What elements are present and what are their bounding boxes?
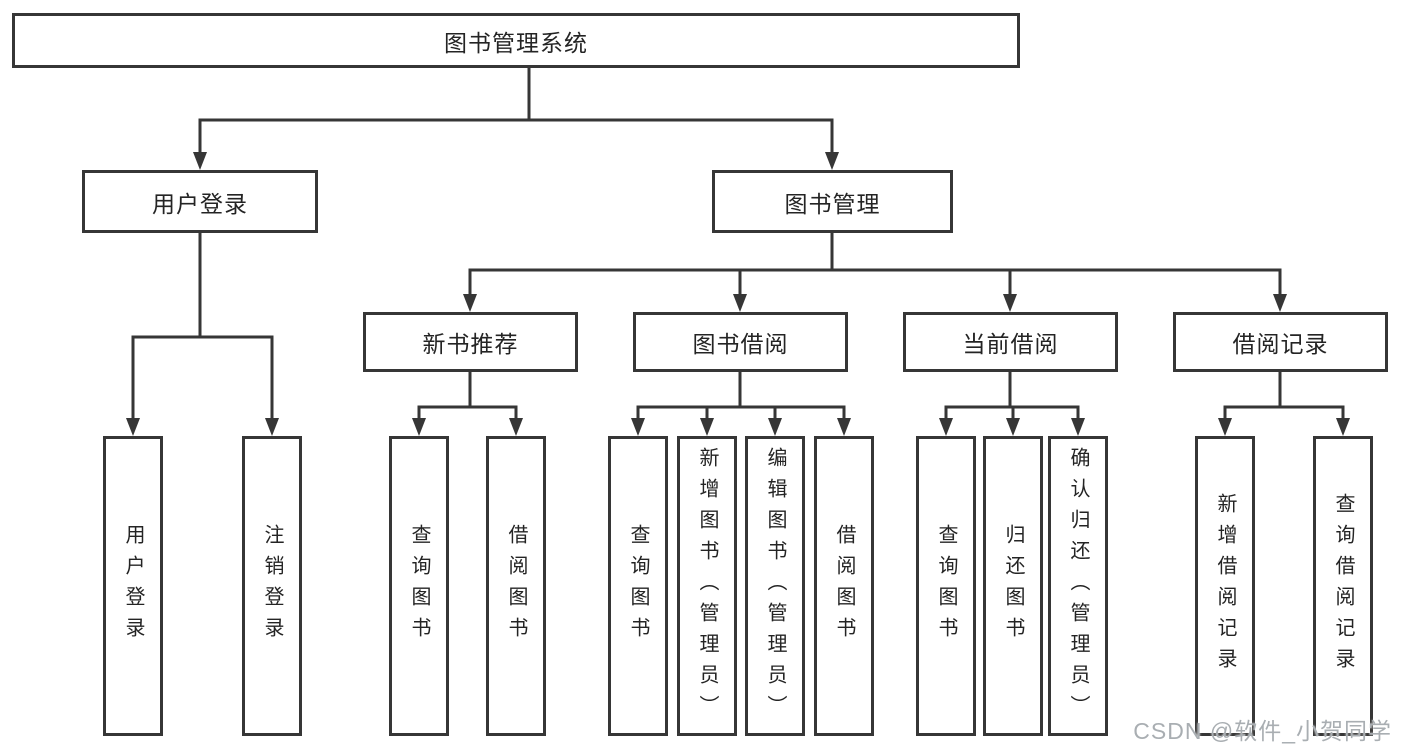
leaf-current-query-books-label: 查询图书 (935, 524, 957, 648)
leaf-borrow-query-books-label: 查询图书 (627, 524, 649, 648)
node-current-borrow: 当前借阅 (903, 312, 1118, 372)
leaf-record-add: 新增借阅记录 (1195, 436, 1255, 736)
leaf-current-confirm-return-admin-label: 确认归还（管理员） (1067, 446, 1089, 726)
leaf-borrow-query-books: 查询图书 (608, 436, 668, 736)
leaf-newbook-query-books: 查询图书 (389, 436, 449, 736)
node-borrow-records-label: 借阅记录 (1232, 331, 1329, 357)
node-current-borrow-label: 当前借阅 (962, 331, 1059, 357)
leaf-user-login: 用户登录 (103, 436, 163, 736)
leaf-newbook-borrow-books-label: 借阅图书 (505, 524, 527, 648)
leaf-current-return-books: 归还图书 (983, 436, 1043, 736)
node-user-login-label: 用户登录 (152, 190, 248, 217)
leaf-borrow-add-books-admin-label: 新增图书（管理员） (696, 446, 718, 726)
node-root-label: 图书管理系统 (444, 29, 588, 56)
node-new-book-recommend-label: 新书推荐 (422, 331, 519, 357)
leaf-current-query-books: 查询图书 (916, 436, 976, 736)
leaf-logout-label: 注销登录 (261, 524, 283, 648)
leaf-record-query: 查询借阅记录 (1313, 436, 1373, 736)
node-book-borrow: 图书借阅 (633, 312, 848, 372)
leaf-current-return-books-label: 归还图书 (1002, 524, 1024, 648)
node-new-book-recommend: 新书推荐 (363, 312, 578, 372)
leaf-record-add-label: 新增借阅记录 (1214, 493, 1236, 679)
leaf-user-login-label: 用户登录 (122, 524, 144, 648)
leaf-borrow-add-books-admin: 新增图书（管理员） (677, 436, 737, 736)
leaf-record-query-label: 查询借阅记录 (1332, 493, 1354, 679)
leaf-current-confirm-return-admin: 确认归还（管理员） (1048, 436, 1108, 736)
node-book-management-label: 图书管理 (784, 190, 881, 217)
node-user-login: 用户登录 (82, 170, 318, 233)
arrowheads (126, 152, 1350, 436)
leaf-borrow-edit-books-admin-label: 编辑图书（管理员） (764, 446, 786, 726)
node-book-borrow-label: 图书借阅 (692, 331, 789, 357)
leaf-borrow-edit-books-admin: 编辑图书（管理员） (745, 436, 805, 736)
node-book-management: 图书管理 (712, 170, 953, 233)
leaf-borrow-borrow-books-label: 借阅图书 (833, 524, 855, 648)
node-borrow-records: 借阅记录 (1173, 312, 1388, 372)
leaf-logout: 注销登录 (242, 436, 302, 736)
leaf-newbook-borrow-books: 借阅图书 (486, 436, 546, 736)
leaf-newbook-query-books-label: 查询图书 (408, 524, 430, 648)
node-root: 图书管理系统 (12, 13, 1020, 68)
leaf-borrow-borrow-books: 借阅图书 (814, 436, 874, 736)
